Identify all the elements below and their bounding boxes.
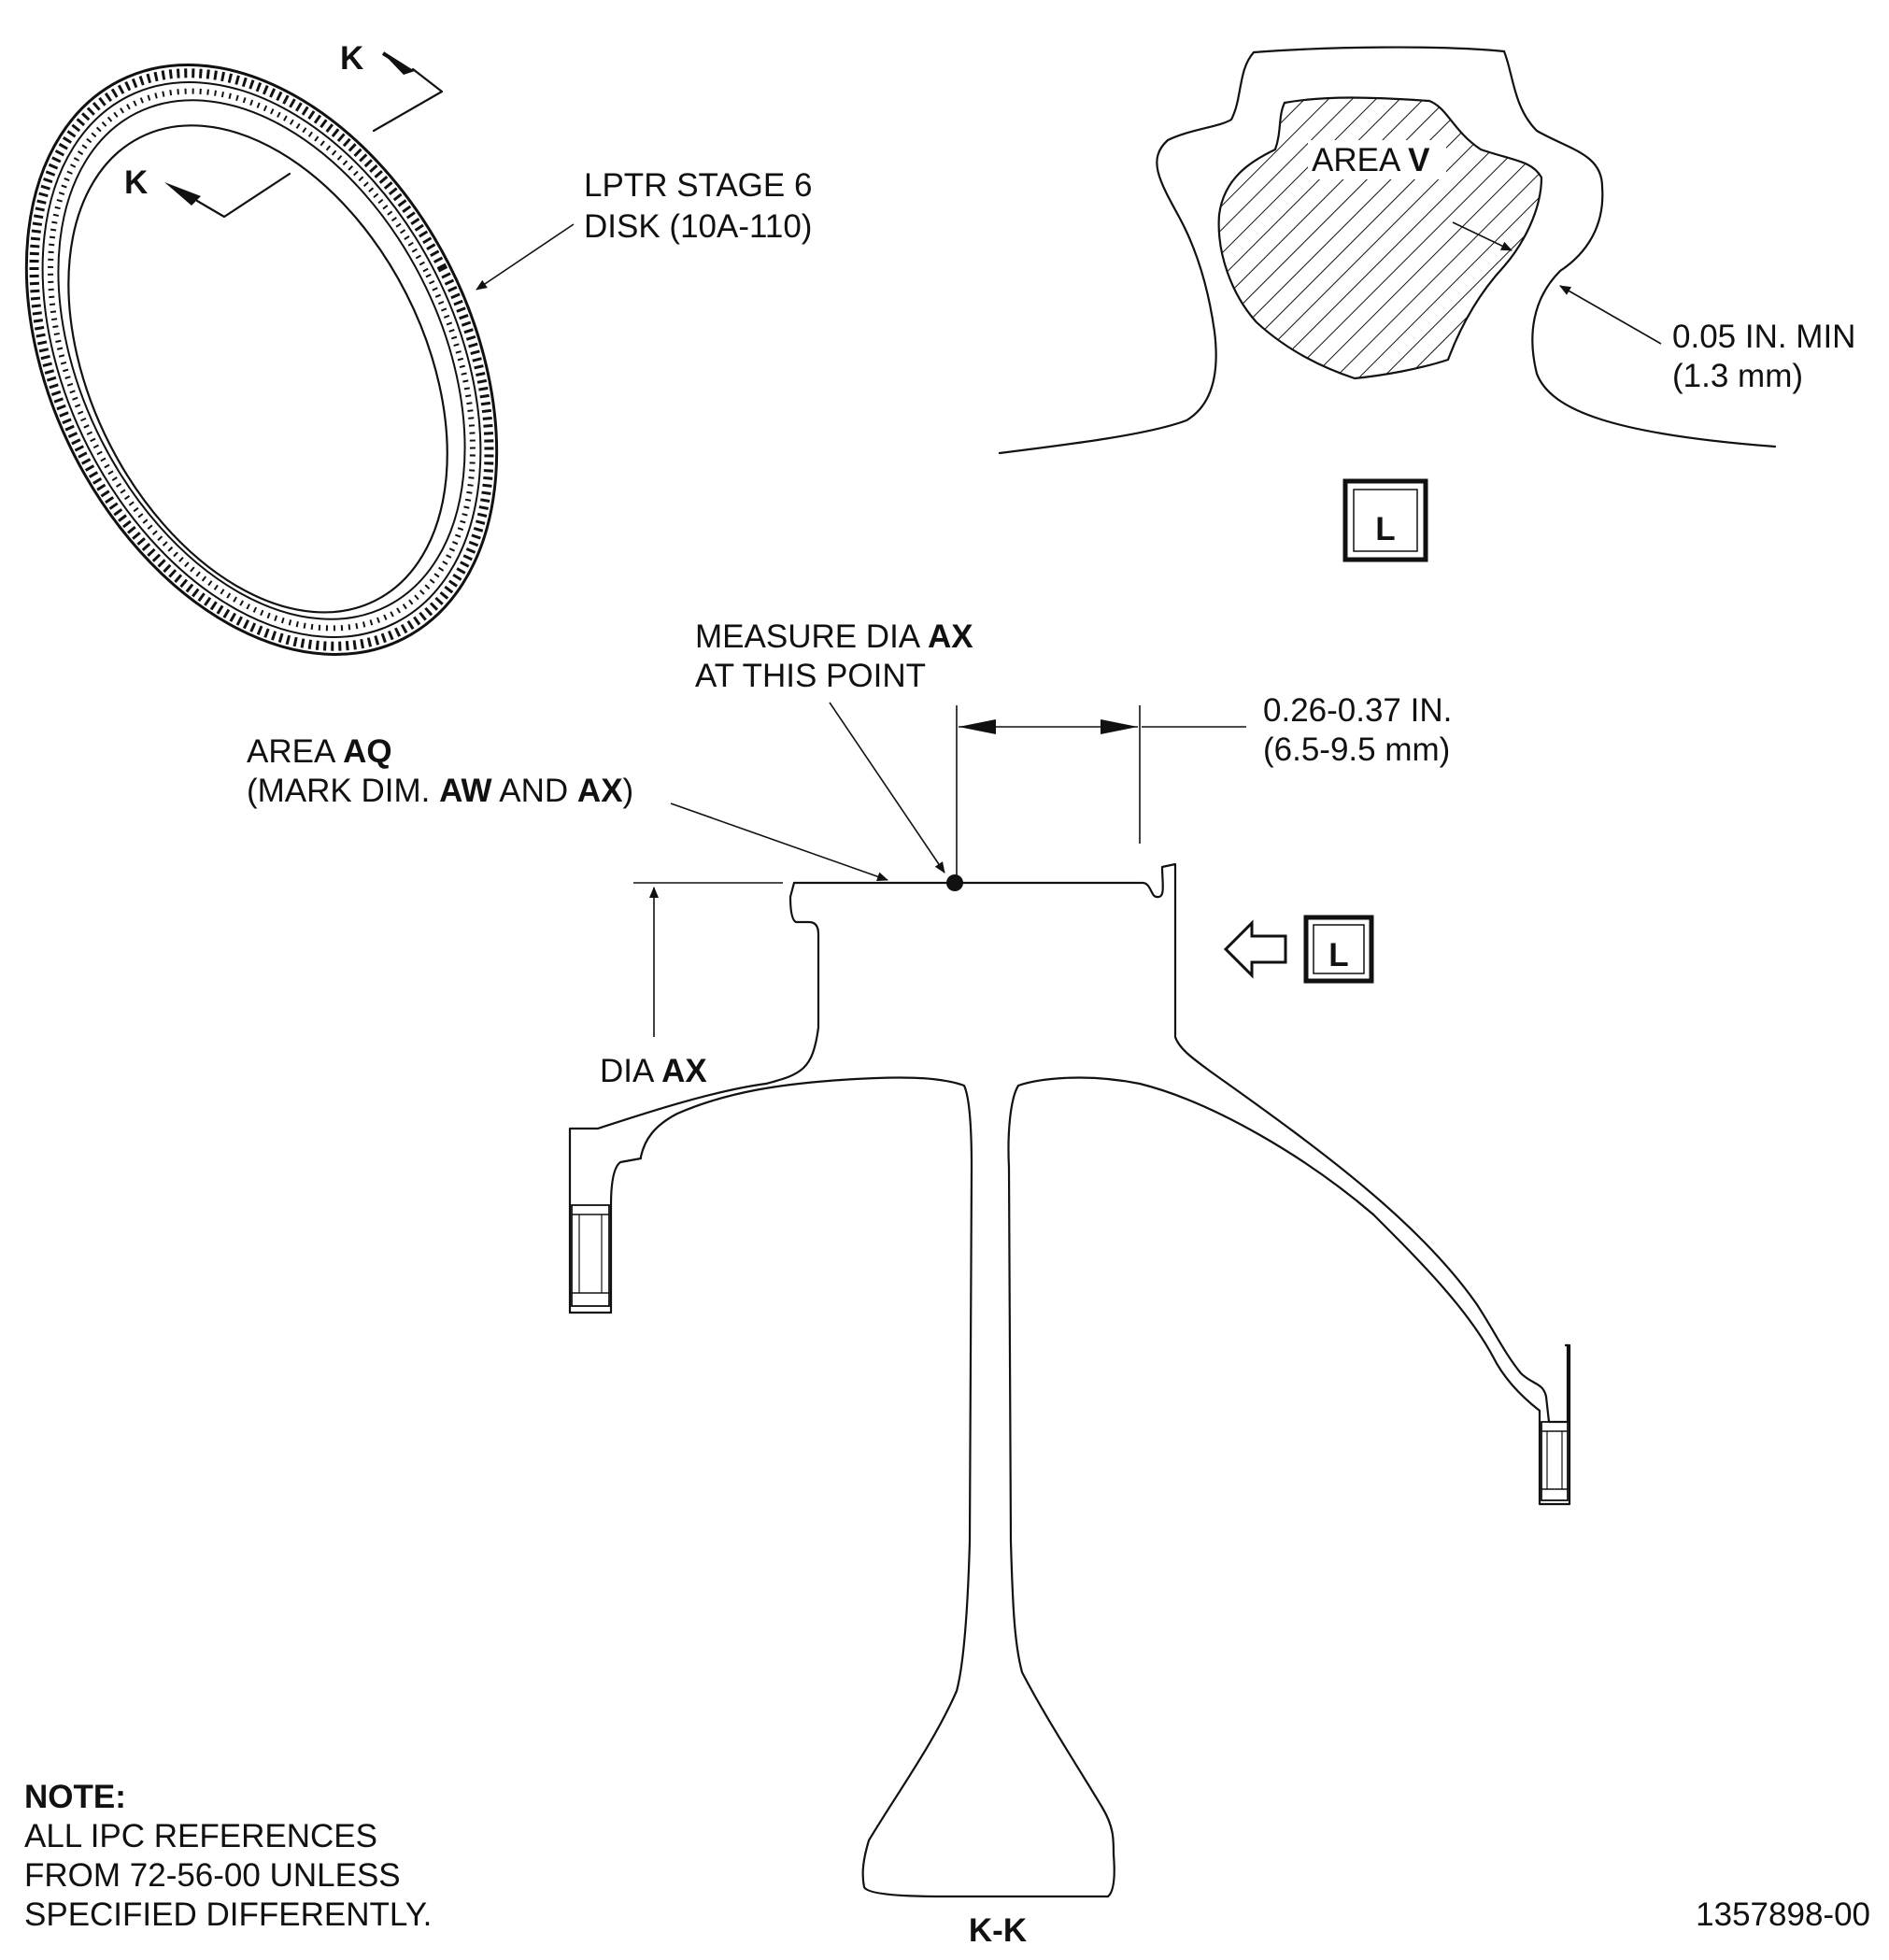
area-aq-line2: (MARK DIM. AW AND AX)	[247, 773, 633, 809]
min-dim-leader-arrow	[1559, 285, 1662, 345]
note-line3: SPECIFIED DIFFERENTLY.	[24, 1896, 432, 1933]
lptr-disk-drawing	[24, 64, 499, 656]
note-line2: FROM 72-56-00 UNLESS	[24, 1857, 401, 1894]
area-v-thickness-arrow	[1452, 221, 1513, 251]
section-title: K-K	[969, 1912, 1027, 1949]
view-l-arrow-icon	[1223, 919, 1287, 979]
section-cut-upper	[372, 51, 444, 133]
area-v-label-bg	[1308, 140, 1446, 179]
view-l-letter: L	[1328, 937, 1348, 973]
detail-l-title-letter: L	[1375, 511, 1395, 547]
section-cut-lower	[164, 172, 291, 219]
detail-l-profile	[998, 46, 1777, 455]
measure-note-line1: MEASURE DIA AX	[695, 618, 973, 655]
drawing-number: 1357898-00	[1696, 1896, 1870, 1933]
section-marker-lower: K	[124, 164, 148, 201]
note-line1: ALL IPC REFERENCES	[24, 1818, 377, 1854]
spacing-arrow-right	[1101, 719, 1138, 734]
dia-label: DIA AX	[600, 1053, 707, 1089]
spacing-dim-line2: (6.5-9.5 mm)	[1263, 731, 1450, 768]
area-v-hatch	[1217, 96, 1543, 380]
area-v-label: AREA V	[1312, 142, 1430, 178]
min-dim-line2: (1.3 mm)	[1672, 358, 1803, 394]
measure-point-leader	[829, 702, 945, 873]
disk-label-line2: DISK (10A-110)	[584, 208, 812, 245]
area-aq-line1: AREA AQ	[247, 733, 392, 770]
view-l-box	[1303, 915, 1374, 984]
area-aq-leader	[670, 802, 888, 882]
section-kk-profile	[568, 862, 1571, 1898]
disk-label-line1: LPTR STAGE 6	[584, 167, 812, 204]
spacing-dim-line1: 0.26-0.37 IN.	[1263, 692, 1452, 729]
measure-note-line2: AT THIS POINT	[695, 658, 926, 694]
note-heading: NOTE:	[24, 1779, 126, 1815]
min-dim-line1: 0.05 IN. MIN	[1672, 319, 1855, 355]
disk-leader-arrow	[476, 223, 575, 291]
spacing-arrow-left	[959, 719, 996, 734]
detail-l-title-box	[1342, 478, 1428, 562]
section-marker-upper: K	[340, 40, 363, 77]
